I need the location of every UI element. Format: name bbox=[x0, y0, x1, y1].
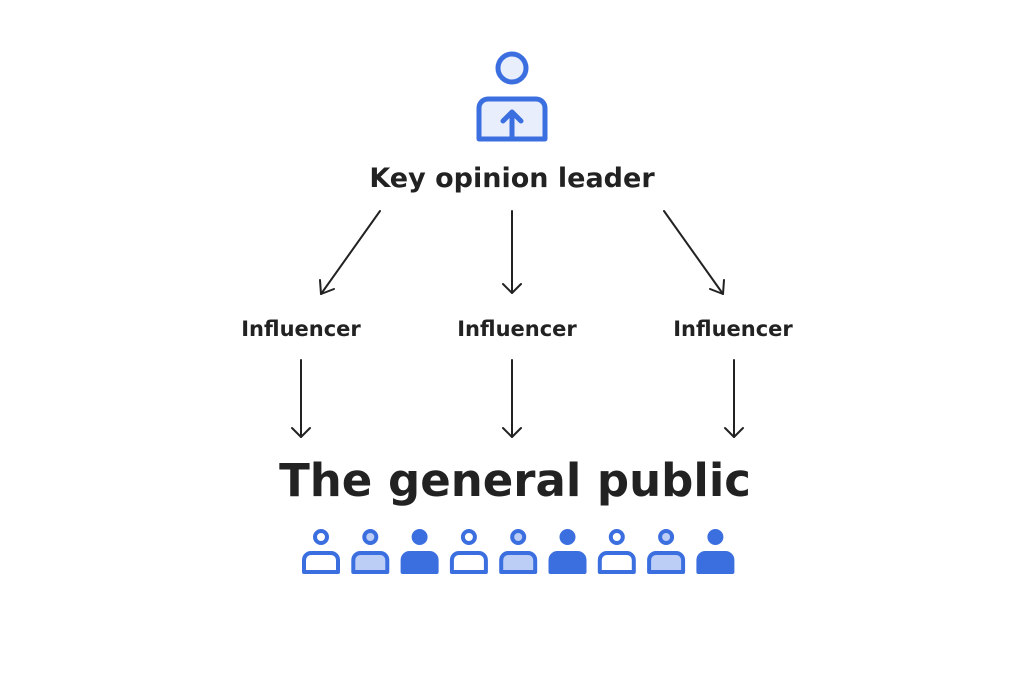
influencer-arrows bbox=[291, 359, 744, 438]
general-public-icons bbox=[302, 529, 735, 574]
person-icon bbox=[302, 529, 340, 574]
arrow-to-influencer-3 bbox=[663, 210, 725, 295]
person-icon bbox=[499, 529, 538, 574]
arrow-down-2 bbox=[502, 359, 522, 438]
person-icon bbox=[597, 529, 636, 574]
influencer-label-2: Influencer bbox=[457, 317, 577, 341]
arrow-down-1 bbox=[291, 359, 311, 438]
arrow-to-influencer-1 bbox=[319, 210, 381, 295]
person-icon bbox=[449, 529, 488, 574]
kol-arrows bbox=[319, 210, 725, 295]
kol-icon bbox=[476, 51, 548, 142]
influencer-label-1: Influencer bbox=[241, 317, 361, 341]
general-public-label: The general public bbox=[279, 454, 751, 507]
person-icon bbox=[647, 529, 686, 574]
person-icon bbox=[400, 529, 439, 574]
arrow-to-influencer-2 bbox=[502, 210, 522, 294]
influencer-label-3: Influencer bbox=[673, 317, 793, 341]
person-icon bbox=[548, 529, 587, 574]
kol-label: Key opinion leader bbox=[369, 163, 655, 194]
person-icon bbox=[351, 529, 390, 574]
arrow-down-3 bbox=[724, 359, 744, 438]
person-icon bbox=[696, 529, 735, 574]
